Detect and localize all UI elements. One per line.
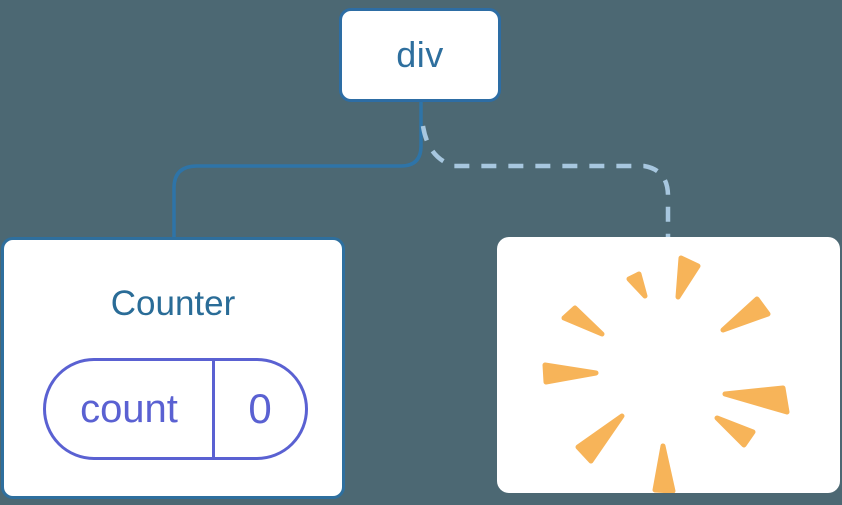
counter-card-title: Counter <box>110 284 236 323</box>
poof-ray <box>675 255 701 300</box>
tree-node-div: div <box>339 8 501 102</box>
state-pill: count 0 <box>43 358 308 460</box>
poof-ray <box>714 415 756 448</box>
state-value-label: 0 <box>212 361 305 457</box>
poof-ray <box>720 296 771 333</box>
poof-ray <box>561 305 605 337</box>
edge-solid-to-counter <box>172 101 423 239</box>
poof-ray <box>626 271 648 299</box>
tree-node-div-label: div <box>396 34 444 75</box>
poof-ray <box>722 385 790 415</box>
removed-component-card <box>497 237 840 493</box>
poof-ray <box>652 443 676 493</box>
poof-ray <box>575 413 625 464</box>
counter-component-card: Counter count 0 <box>1 237 345 499</box>
poof-rays <box>542 255 790 493</box>
state-key-label: count <box>80 386 178 431</box>
poof-ray <box>542 362 599 385</box>
poof-burst-icon <box>542 255 790 493</box>
edge-dashed-to-removed <box>420 125 671 237</box>
